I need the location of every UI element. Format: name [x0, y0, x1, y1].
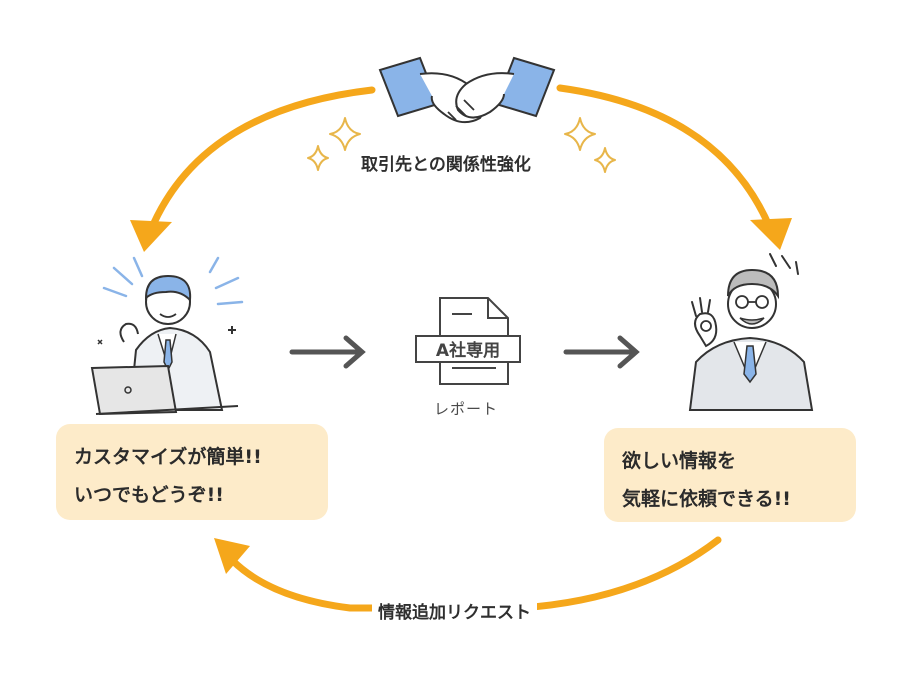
- report-caption: レポート: [434, 400, 499, 418]
- arrowhead-bottom: [214, 538, 250, 574]
- right-bubble-line2: 気軽に依頼できる!!: [622, 488, 791, 510]
- left-bubble-line1: カスタマイズが簡単!!: [74, 446, 262, 468]
- left-bubble-line2: いつでもどうぞ!!: [74, 484, 224, 506]
- top-label: 取引先との関係性強化: [355, 150, 537, 175]
- arrowhead-top-left: [130, 220, 172, 252]
- arc-top-right: [556, 84, 774, 232]
- left-speech-bubble: カスタマイズが簡単!! いつでもどうぞ!!: [56, 424, 328, 520]
- sparkle-icon: [329, 117, 361, 151]
- sparkle-icon: [564, 117, 596, 151]
- businessman-laptop-illustration: [90, 256, 244, 416]
- handshake-icon: [378, 56, 556, 124]
- report-tag: A社専用: [436, 340, 500, 361]
- arc-top-left: [146, 86, 376, 236]
- report-document-icon: [415, 297, 521, 385]
- sparkle-icon: [594, 147, 616, 173]
- arrow-right-icon: [563, 335, 640, 369]
- sparkle-icon: [307, 145, 329, 171]
- right-bubble-line1: 欲しい情報を: [622, 450, 737, 472]
- arrow-right-icon: [289, 335, 366, 369]
- arrowhead-top-right: [750, 218, 792, 250]
- older-businessman-ok-illustration: [688, 253, 814, 411]
- right-speech-bubble: 欲しい情報を 気軽に依頼できる!!: [604, 428, 856, 522]
- bottom-label: 情報追加リクエスト: [372, 598, 537, 623]
